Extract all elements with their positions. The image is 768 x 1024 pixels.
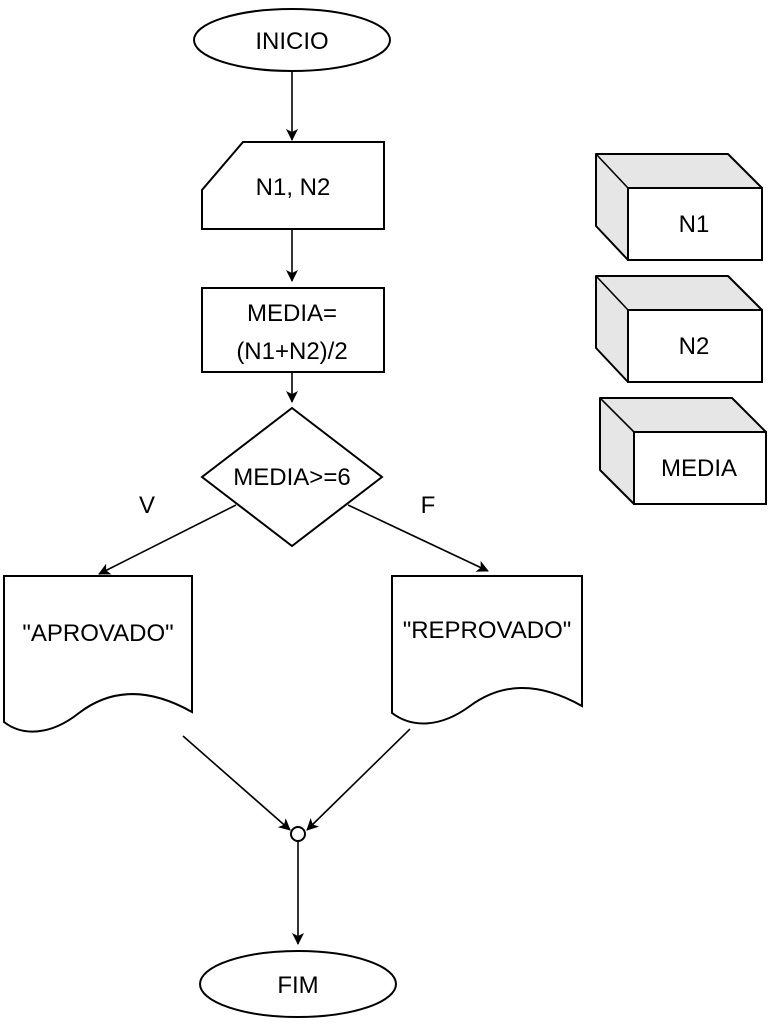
variable-box-n1[interactable]: N1 xyxy=(595,153,763,261)
edge-approved-to-merge xyxy=(182,735,291,831)
end-label: FIM xyxy=(277,972,318,999)
edge-decision-to-approved xyxy=(98,504,237,575)
false-branch-label: F xyxy=(421,492,436,519)
decision-node[interactable]: MEDIA>=6 xyxy=(200,406,384,548)
process-label-line1: MEDIA= xyxy=(247,300,337,327)
variable-box-n2[interactable]: N2 xyxy=(595,275,763,383)
output-failed-label: "REPROVADO" xyxy=(403,617,572,644)
variable-label-n2: N2 xyxy=(679,333,710,360)
variable-label-n1: N1 xyxy=(679,211,710,238)
end-terminator[interactable]: FIM xyxy=(199,950,397,1018)
output-failed-node[interactable]: "REPROVADO" xyxy=(391,575,583,725)
start-label: INICIO xyxy=(255,28,328,55)
input-label: N1, N2 xyxy=(256,174,331,201)
input-node[interactable]: N1, N2 xyxy=(201,141,385,230)
edge-decision-to-failed xyxy=(347,504,489,572)
start-terminator[interactable]: INICIO xyxy=(193,8,391,72)
process-node[interactable]: MEDIA= (N1+N2)/2 xyxy=(201,287,385,373)
variable-box-media[interactable]: MEDIA xyxy=(599,397,767,505)
edge-failed-to-merge xyxy=(306,728,411,831)
output-approved-label: "APROVADO" xyxy=(22,620,173,647)
merge-point xyxy=(290,826,306,842)
output-approved-node[interactable]: "APROVADO" xyxy=(3,575,193,733)
variable-label-media: MEDIA xyxy=(661,455,737,482)
decision-label: MEDIA>=6 xyxy=(233,464,350,491)
true-branch-label: V xyxy=(139,492,155,519)
process-label-line2: (N1+N2)/2 xyxy=(236,338,347,365)
